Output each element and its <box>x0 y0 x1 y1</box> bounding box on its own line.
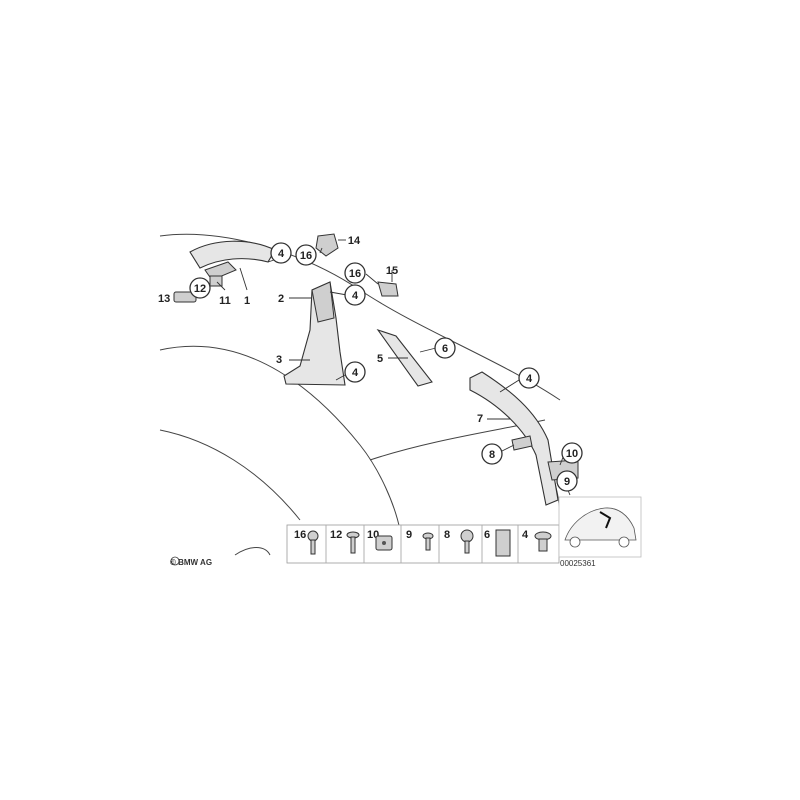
svg-text:© BMW AG: © BMW AG <box>170 558 212 567</box>
callout-6: 6 <box>434 337 456 359</box>
fastener-8: 8 <box>444 529 474 554</box>
callout-15: 15 <box>386 265 398 277</box>
part-14-bracket <box>315 233 339 257</box>
fastener-10: 10 <box>367 529 393 551</box>
callout-1: 1 <box>244 295 250 307</box>
svg-text:4: 4 <box>352 367 359 379</box>
svg-text:9: 9 <box>406 529 412 541</box>
fastener-4: 4 <box>522 529 552 552</box>
fastener-16: 16 <box>294 529 319 555</box>
callout-14: 14 <box>348 235 361 247</box>
part-1-panel <box>189 240 276 269</box>
svg-text:16: 16 <box>349 268 361 280</box>
fastener-legend: 16 12 10 9 8 6 4 <box>286 524 560 564</box>
callout-2: 2 <box>278 293 284 305</box>
callout-9: 9 <box>556 470 578 492</box>
callout-5: 5 <box>377 353 383 365</box>
bmw-logo-icon <box>170 556 180 566</box>
fastener-12: 12 <box>330 529 360 554</box>
car-locator-icon <box>558 496 642 558</box>
part-8-strip <box>511 435 533 451</box>
callout-16a: 16 <box>295 244 317 266</box>
svg-text:16: 16 <box>300 250 312 262</box>
callout-16b: 16 <box>344 262 366 284</box>
callout-11: 11 <box>219 295 231 307</box>
svg-text:4: 4 <box>526 373 533 385</box>
fastener-9: 9 <box>406 529 434 551</box>
svg-text:10: 10 <box>566 448 578 460</box>
copyright: © BMW AG <box>170 556 212 567</box>
leader-lines <box>216 239 571 496</box>
callout-4d: 4 <box>518 367 540 389</box>
fastener-6: 6 <box>484 529 511 557</box>
callout-4a: 4 <box>270 242 292 264</box>
svg-text:16: 16 <box>294 529 306 541</box>
part-15-bracket <box>377 281 399 297</box>
callout-8: 8 <box>481 443 503 465</box>
svg-text:6: 6 <box>484 529 490 541</box>
callout-4b: 4 <box>344 284 366 306</box>
callout-7: 7 <box>477 413 483 425</box>
callout-12a: 12 <box>189 277 211 299</box>
diagram-number: 00025361 <box>560 559 596 568</box>
callout-3: 3 <box>276 354 282 366</box>
callout-4c: 4 <box>344 361 366 383</box>
svg-text:8: 8 <box>489 449 495 461</box>
svg-text:4: 4 <box>522 529 529 541</box>
callout-10: 10 <box>561 442 583 464</box>
svg-text:6: 6 <box>442 343 448 355</box>
svg-text:12: 12 <box>330 529 342 541</box>
svg-text:8: 8 <box>444 529 450 541</box>
svg-text:4: 4 <box>278 248 285 260</box>
svg-text:12: 12 <box>194 283 206 295</box>
part-2-upper-trim <box>311 281 335 323</box>
part-11-clip <box>209 275 223 287</box>
callout-13: 13 <box>158 293 170 305</box>
part-7-rear-pillar-trim <box>469 371 559 506</box>
svg-text:9: 9 <box>564 476 570 488</box>
svg-text:4: 4 <box>352 290 359 302</box>
